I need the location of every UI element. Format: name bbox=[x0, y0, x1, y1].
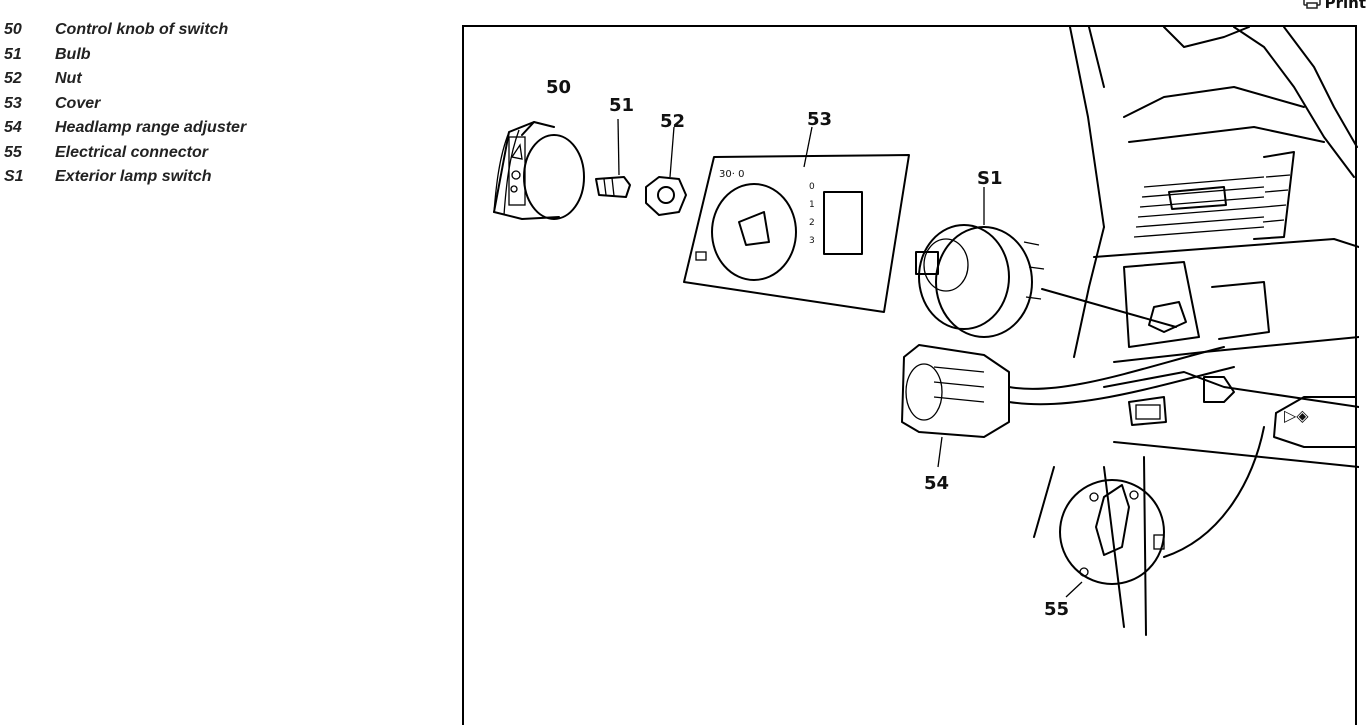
legend-item: 50 Control knob of switch bbox=[4, 18, 246, 43]
legend-number: 54 bbox=[4, 119, 22, 137]
legend-label: Electrical connector bbox=[55, 143, 208, 161]
svg-text:1: 1 bbox=[809, 200, 815, 210]
callout-55: 55 bbox=[1044, 599, 1069, 620]
diagram-drawing: ▷◈ bbox=[493, 27, 1359, 636]
callout-54: 54 bbox=[924, 473, 949, 494]
legend-item: 54 Headlamp range adjuster bbox=[4, 116, 246, 141]
legend-label: Nut bbox=[55, 70, 82, 88]
print-label: Print bbox=[1324, 0, 1366, 12]
callout-50: 50 bbox=[546, 77, 571, 98]
range-adjuster-drawing bbox=[901, 344, 1235, 468]
lamp-switch-drawing bbox=[915, 187, 1177, 338]
legend-number: S1 bbox=[4, 168, 24, 186]
legend-item: 55 Electrical connector bbox=[4, 141, 246, 166]
legend-item: 51 Bulb bbox=[4, 43, 246, 68]
control-knob-drawing bbox=[493, 121, 585, 220]
legend-label: Cover bbox=[55, 94, 101, 112]
legend-number: 52 bbox=[4, 70, 22, 88]
legend-label: Control knob of switch bbox=[55, 21, 229, 39]
printer-icon bbox=[1302, 0, 1321, 13]
legend-number: 55 bbox=[4, 143, 22, 161]
callout-52: 52 bbox=[660, 111, 685, 132]
exploded-diagram: ▷◈ bbox=[462, 25, 1359, 725]
legend-item: S1 Exterior lamp switch bbox=[4, 165, 246, 190]
legend-label: Bulb bbox=[55, 45, 91, 63]
legend-number: 53 bbox=[4, 94, 22, 112]
cropped-caption bbox=[10, 0, 630, 3]
svg-text:2: 2 bbox=[809, 218, 815, 228]
callout-53: 53 bbox=[807, 109, 832, 130]
legend-item: 52 Nut bbox=[4, 67, 246, 92]
legend-number: 50 bbox=[4, 21, 22, 39]
legend-number: 51 bbox=[4, 45, 22, 63]
svg-text:▷◈: ▷◈ bbox=[1284, 406, 1309, 425]
callout-51: 51 bbox=[609, 95, 634, 116]
svg-text:30· 0: 30· 0 bbox=[719, 169, 744, 180]
dashboard-structure: ▷◈ bbox=[1033, 27, 1359, 636]
nut-drawing bbox=[645, 126, 687, 216]
legend-label: Exterior lamp switch bbox=[55, 168, 212, 186]
bulb-drawing bbox=[595, 118, 631, 198]
svg-text:0: 0 bbox=[809, 182, 815, 192]
cropped-caption-fragment bbox=[10, 0, 630, 3]
legend-item: 53 Cover bbox=[4, 92, 246, 117]
callout-S1: S1 bbox=[977, 168, 1003, 189]
electrical-connector-drawing bbox=[1059, 479, 1165, 598]
cover-panel-drawing: 30· 0 0 1 2 3 bbox=[683, 126, 910, 313]
print-button[interactable]: Print bbox=[1302, 0, 1366, 13]
legend-label: Headlamp range adjuster bbox=[55, 119, 247, 137]
parts-legend: 50 Control knob of switch 51 Bulb 52 Nut… bbox=[4, 18, 246, 190]
svg-text:3: 3 bbox=[809, 236, 815, 246]
